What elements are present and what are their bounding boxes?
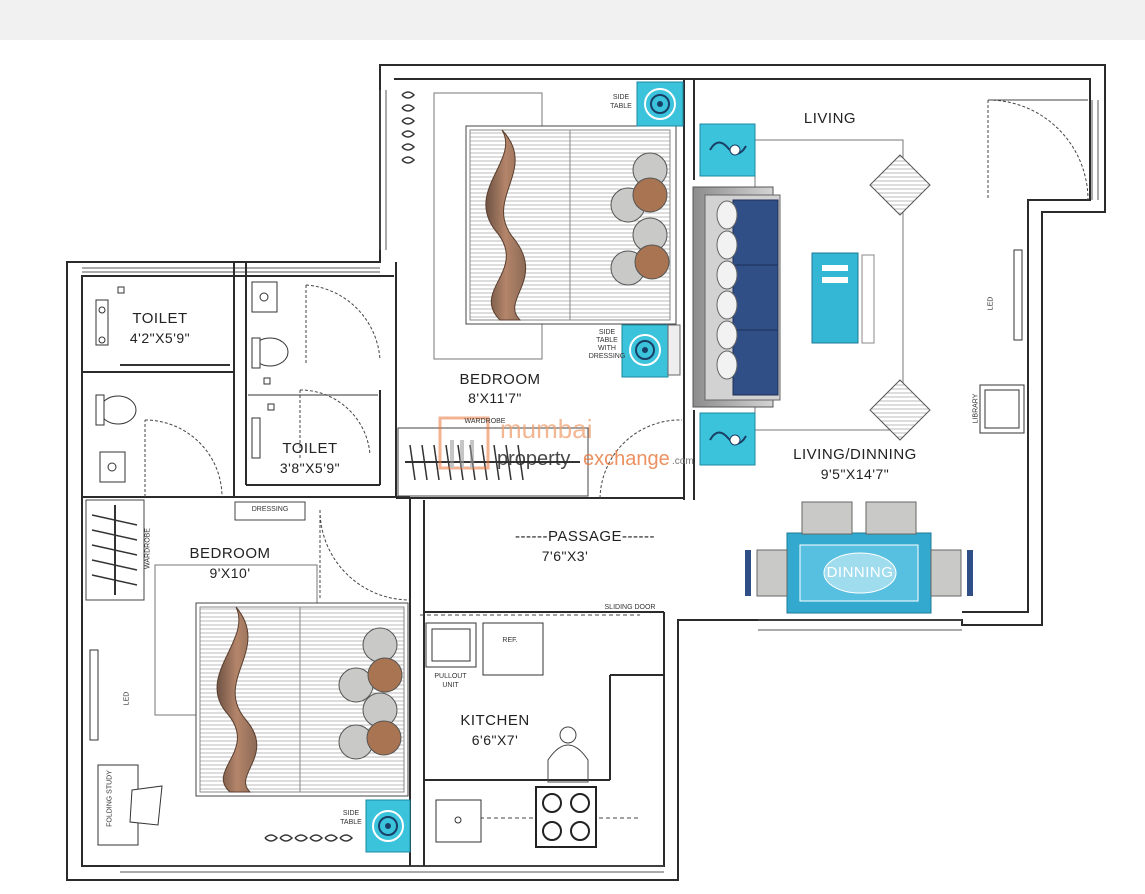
kitchen-figure	[547, 726, 589, 783]
library-unit	[979, 249, 1025, 434]
room-dim-toilet1: 4'2"X5'9"	[129, 330, 191, 346]
top-bar	[0, 0, 1145, 40]
toilet2-fixtures	[248, 281, 378, 459]
doors	[144, 99, 1089, 819]
watermark-text-2c: .com	[672, 456, 694, 467]
kitchen-units	[425, 622, 544, 843]
room-label-kitchen: KITCHEN	[460, 712, 530, 729]
living-side-table-bottom	[699, 412, 756, 466]
room-label-bedroom1: BEDROOM	[459, 371, 541, 388]
side-table-dressing-label-4: DRESSING	[588, 353, 626, 360]
wardrobe-top-label: WARDROBE	[464, 418, 506, 425]
side-table-dressing-label-3: WITH	[598, 345, 616, 352]
interior-walls	[82, 79, 695, 866]
dining-label: DINNING	[826, 564, 894, 581]
side-table-top-label-1: SIDE	[612, 94, 630, 101]
watermark-text-1: mumbai	[500, 414, 593, 444]
side-table-dressing	[621, 324, 681, 378]
side-table-top-label-2: TABLE	[610, 103, 632, 110]
curtain-bottom	[264, 834, 354, 842]
watermark-text-2b: exchange	[583, 448, 670, 470]
pullout-label-2: UNIT	[442, 682, 459, 689]
room-dim-bedroom2: 9'X10'	[209, 565, 251, 581]
room-label-living-dining: LIVING/DINNING	[793, 446, 917, 463]
bed-top	[465, 125, 677, 325]
coffee-table	[811, 252, 875, 344]
room-dim-passage: 7'6"X3'	[541, 548, 589, 564]
sofa	[692, 186, 781, 408]
folding-study-label: FOLDING STUDY	[106, 770, 114, 827]
dining-set	[745, 501, 973, 614]
windows	[82, 90, 1099, 873]
side-table-bottom	[365, 799, 411, 853]
room-dim-living-dining: 9'5"X14'7"	[820, 466, 890, 482]
dressing-unit	[234, 501, 306, 521]
sliding-door-label: SLIDING DOOR	[604, 604, 656, 611]
room-label-toilet2: TOILET	[282, 440, 338, 457]
study-area	[89, 649, 163, 846]
led-left-label: LED	[123, 691, 131, 706]
armchairs	[869, 154, 931, 441]
room-label-passage: ------PASSAGE------	[515, 528, 656, 545]
living-side-table-top	[699, 123, 756, 177]
side-table-dressing-label-1: SIDE	[598, 329, 616, 336]
library-label: LIBRARY	[972, 393, 980, 424]
led-right-label: LED	[987, 296, 995, 311]
room-label-living: LIVING	[803, 110, 857, 127]
toilet1-fixtures	[95, 286, 230, 483]
watermark-logo	[438, 416, 490, 470]
side-table-bottom-label-1: SIDE	[342, 810, 360, 817]
dressing-label: DRESSING	[251, 506, 289, 513]
room-label-toilet1: TOILET	[132, 310, 188, 327]
room-dim-bedroom1: 8'X11'7"	[468, 390, 522, 406]
room-dim-toilet2: 3'8"X5'9"	[279, 460, 341, 476]
side-table-top	[636, 81, 684, 127]
room-label-bedroom2: BEDROOM	[189, 545, 271, 562]
pullout-label-1: PULLOUT	[434, 673, 467, 680]
wardrobe-left-label: WARDROBE	[144, 528, 152, 569]
bed-bottom	[195, 602, 409, 797]
wardrobe-top	[397, 427, 589, 497]
ref-label: REF.	[502, 637, 518, 644]
side-table-bottom-label-2: TABLE	[340, 819, 362, 826]
watermark-text-2a: property	[497, 448, 571, 470]
curtain-top	[401, 91, 416, 164]
room-dim-kitchen: 6'6"X7'	[471, 732, 519, 748]
wardrobe-left	[85, 499, 145, 601]
side-table-dressing-label-2: TABLE	[596, 337, 618, 344]
stove	[535, 786, 597, 848]
